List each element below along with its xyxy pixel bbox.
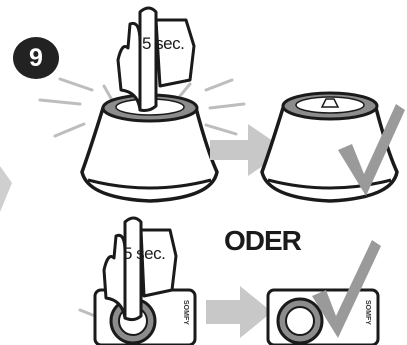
pointing-hand-icon xyxy=(116,6,196,112)
checkmark-icon xyxy=(338,104,405,196)
checkmark-icon xyxy=(312,240,381,338)
smoove-device-pressed xyxy=(80,93,219,203)
hold-duration-label-bottom: 5 sec. xyxy=(123,244,166,263)
step-number-badge: 9 xyxy=(13,37,59,79)
pointing-hand-icon xyxy=(102,216,178,322)
brand-label-right: SOMFY xyxy=(364,300,371,325)
alternative-label: ODER xyxy=(224,225,302,256)
brand-label-left: SOMFY xyxy=(182,300,189,325)
light-rays xyxy=(38,77,246,138)
left-arrow-icon xyxy=(0,166,12,212)
right-arrow-icon xyxy=(206,286,272,338)
hold-duration-label-top: 5 sec. xyxy=(142,34,185,53)
